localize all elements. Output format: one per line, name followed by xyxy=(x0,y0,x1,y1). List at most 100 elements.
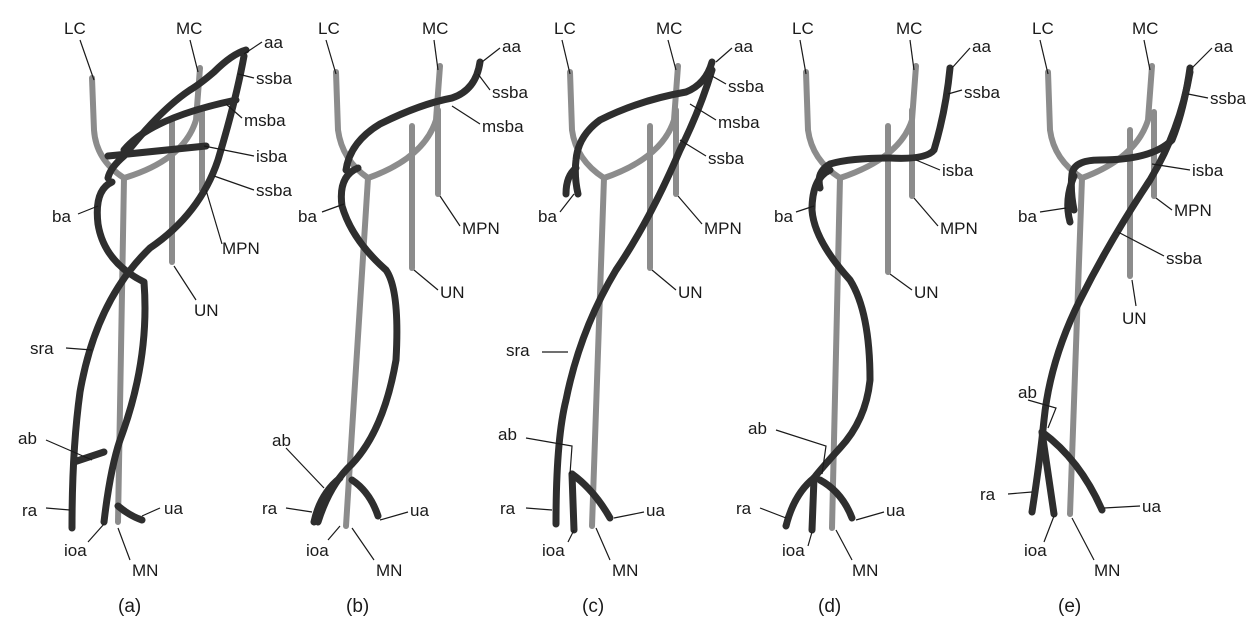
label-ra: ra xyxy=(22,501,38,520)
leader-mpn xyxy=(1156,198,1172,210)
label-ab: ab xyxy=(1018,383,1037,402)
interosseous-artery xyxy=(812,478,814,530)
caption-b: (b) xyxy=(346,596,369,617)
label-mc: MC xyxy=(1132,19,1158,38)
label-lc: LC xyxy=(1032,19,1054,38)
label-mn: MN xyxy=(1094,561,1120,580)
leader-lc xyxy=(1040,40,1048,74)
label-ssba-top: ssba xyxy=(728,77,764,96)
leader-ua xyxy=(142,508,160,516)
label-ua: ua xyxy=(1142,497,1161,516)
leader-lc xyxy=(80,40,94,80)
leader-un xyxy=(1132,280,1136,306)
leader-ioa xyxy=(808,532,812,546)
caption-e: (e) xyxy=(1058,596,1081,617)
leader-ioa xyxy=(328,526,340,540)
leader-ra xyxy=(286,508,312,512)
ulnar-artery xyxy=(118,506,142,520)
lateral-cord xyxy=(336,72,368,178)
label-mn: MN xyxy=(132,561,158,580)
medial-cord xyxy=(604,66,678,178)
label-ua: ua xyxy=(410,501,429,520)
label-ra: ra xyxy=(500,499,516,518)
leader-mpn xyxy=(440,196,460,226)
label-aa: aa xyxy=(502,37,521,56)
label-ssba-mid: ssba xyxy=(708,149,744,168)
label-aa: aa xyxy=(734,37,753,56)
median-nerve xyxy=(118,178,124,522)
leader-ra xyxy=(526,508,552,510)
leader-ra xyxy=(760,508,786,518)
leader-ua xyxy=(1104,506,1140,508)
leader-lc xyxy=(562,40,570,74)
label-mc: MC xyxy=(176,19,202,38)
label-un: UN xyxy=(1122,309,1147,328)
leader-ssba xyxy=(478,74,490,90)
label-isba: isba xyxy=(942,161,974,180)
label-ba: ba xyxy=(52,207,71,226)
label-lc: LC xyxy=(554,19,576,38)
leader-ssba-top xyxy=(712,76,726,84)
label-mpn: MPN xyxy=(462,219,500,238)
leader-mn xyxy=(596,528,610,560)
label-ssba-top: ssba xyxy=(1210,89,1246,108)
label-aa: aa xyxy=(972,37,991,56)
leader-ab xyxy=(526,438,572,474)
label-mpn: MPN xyxy=(940,219,978,238)
leader-mc xyxy=(190,40,198,72)
leader-mn xyxy=(352,528,374,560)
leader-ua xyxy=(614,512,644,518)
label-un: UN xyxy=(914,283,939,302)
label-ua: ua xyxy=(164,499,183,518)
label-ioa: ioa xyxy=(542,541,565,560)
label-ra: ra xyxy=(980,485,996,504)
medial-superficial-brachial-artery xyxy=(124,100,236,150)
leader-ua xyxy=(380,512,408,520)
leader-ba xyxy=(1040,208,1066,212)
leader-mn xyxy=(836,530,852,560)
leader-aa xyxy=(952,48,970,68)
panel-d: LC MC aa ssba isba ba MPN UN ab ra ua io… xyxy=(736,19,1000,617)
label-isba: isba xyxy=(256,147,288,166)
label-mpn: MPN xyxy=(222,239,260,258)
label-ssba: ssba xyxy=(964,83,1000,102)
label-ioa: ioa xyxy=(64,541,87,560)
label-ioa: ioa xyxy=(1024,541,1047,560)
label-aa: aa xyxy=(264,33,283,52)
leader-lc xyxy=(326,40,336,74)
label-lc: LC xyxy=(318,19,340,38)
label-un: UN xyxy=(194,301,219,320)
label-lc: LC xyxy=(64,19,86,38)
leader-ra xyxy=(46,508,70,510)
label-mn: MN xyxy=(376,561,402,580)
leader-mpn xyxy=(678,196,702,224)
caption-c: (c) xyxy=(582,596,604,617)
label-un: UN xyxy=(440,283,465,302)
leader-mpn xyxy=(206,190,222,244)
leader-un xyxy=(174,266,196,300)
caption-d: (d) xyxy=(818,596,841,617)
label-mc: MC xyxy=(422,19,448,38)
label-ba: ba xyxy=(774,207,793,226)
leader-mc xyxy=(434,40,438,70)
label-sra: sra xyxy=(506,341,530,360)
leader-isba xyxy=(204,146,254,156)
interosseous-artery xyxy=(572,474,574,530)
leader-un xyxy=(890,274,912,290)
label-ssba-low: ssba xyxy=(1166,249,1202,268)
label-ua: ua xyxy=(886,501,905,520)
label-ra: ra xyxy=(736,499,752,518)
label-mc: MC xyxy=(896,19,922,38)
leader-un xyxy=(652,270,676,290)
label-ra: ra xyxy=(262,499,278,518)
label-msba: msba xyxy=(244,111,286,130)
label-aa: aa xyxy=(1214,37,1233,56)
leader-ssba-low xyxy=(1118,232,1164,256)
label-un: UN xyxy=(678,283,703,302)
leader-ra xyxy=(1008,492,1032,494)
label-mc: MC xyxy=(656,19,682,38)
label-isba: isba xyxy=(1192,161,1224,180)
leader-aa xyxy=(716,48,732,62)
label-ba: ba xyxy=(1018,207,1037,226)
